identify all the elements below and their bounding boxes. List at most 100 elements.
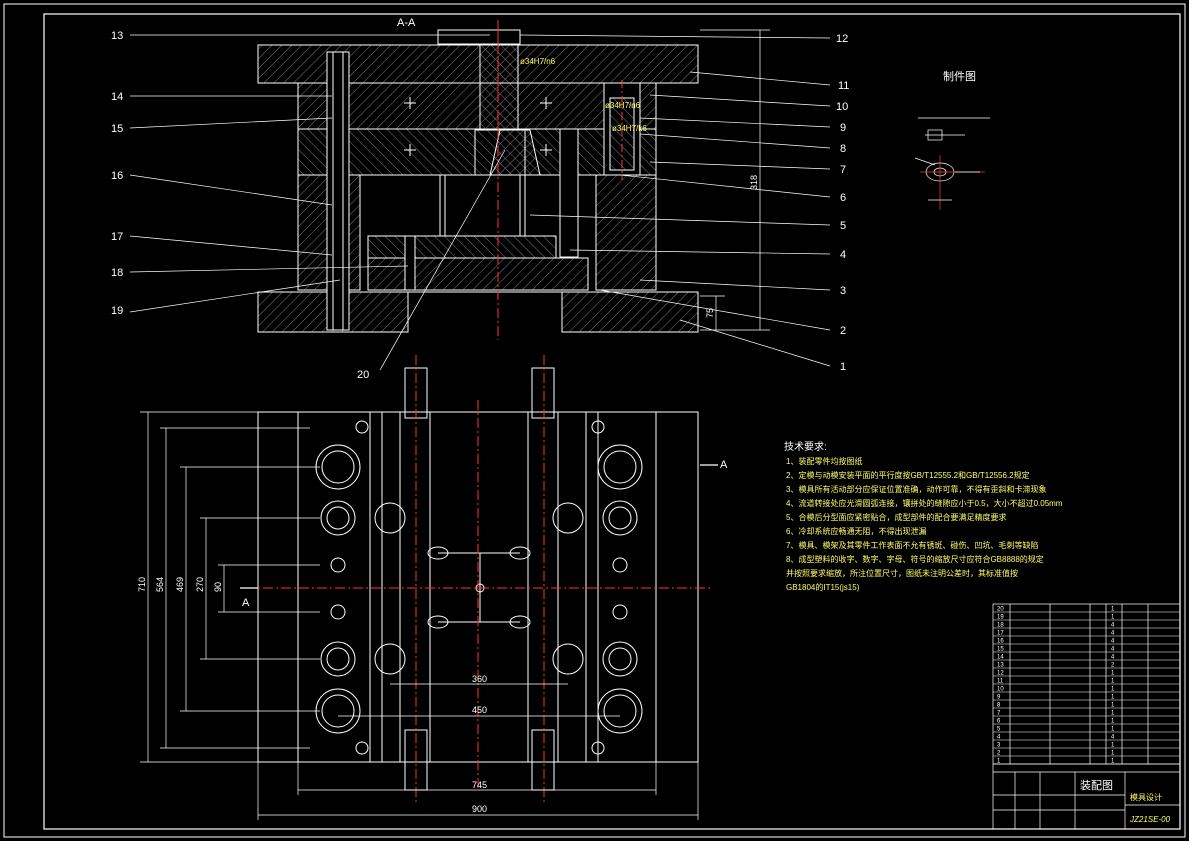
dim-mid-width: 450 <box>472 705 487 715</box>
tech-requirements: 技术要求: 1、装配零件均按图纸 2、定模与动模安装平面的平行度按GB/T125… <box>784 440 1063 592</box>
part-drawing <box>914 117 990 210</box>
bom-row-number: 6 <box>997 719 1001 725</box>
drawing-name: 装配图 <box>1080 779 1113 792</box>
dim-base-height: 75 <box>705 308 715 318</box>
bom-row-quantity: 1 <box>1111 687 1115 693</box>
tech-req-item: 4、流道转接处应光滑圆弧连接，镶拼处的缝隙应小于0.5，大小不超过0.05mm <box>786 498 1063 508</box>
top-clamp-plate <box>257 44 699 84</box>
callout-1: 1 <box>840 361 846 373</box>
callout-numbers: 13 14 15 16 17 18 19 20 12 11 10 9 8 7 6… <box>111 30 849 381</box>
project-name: 模具设计 <box>1130 792 1162 802</box>
return-pin <box>559 128 579 258</box>
tech-req-item: 3、模具所有活动部分应保证位置准确，动作可靠，不得有歪斜和卡滞现象 <box>786 484 1046 494</box>
dim-plan-small: 270 <box>195 577 205 592</box>
bom-row-quantity: 1 <box>1111 703 1115 709</box>
svg-text:ø34H7/k6: ø34H7/k6 <box>612 124 647 133</box>
drawing-number: JZ21SE-00 <box>1129 815 1171 824</box>
callout-6: 6 <box>840 192 846 204</box>
section-marker-right: A <box>720 459 728 471</box>
plan-vertical-dims <box>140 411 320 763</box>
tech-req-item: 2、定模与动模安装平面的平行度按GB/T12555.2和GB/T12556.2规… <box>786 470 1030 480</box>
bom-row-number: 15 <box>997 647 1004 653</box>
core-plate <box>297 128 657 176</box>
bom-row-quantity: 4 <box>1111 647 1115 653</box>
bottom-clamp-plate-right <box>561 291 699 333</box>
bom-row-number: 3 <box>997 743 1001 749</box>
cavity-plate <box>297 82 657 130</box>
tech-req-item: 1、装配零件均按图纸 <box>786 456 862 466</box>
callout-12: 12 <box>836 33 848 45</box>
section-view: ø34H7/n6 ø34H7/n6 ø34H7/k6 <box>257 20 699 340</box>
bom-row-quantity: 4 <box>1111 655 1115 661</box>
bom-row-quantity: 1 <box>1111 727 1115 733</box>
bom-row-number: 13 <box>997 663 1004 669</box>
callout-16: 16 <box>111 170 123 182</box>
dim-plan-height: 710 <box>137 577 147 592</box>
plan-horizontal-dims <box>257 683 699 820</box>
inner-border <box>43 13 1181 830</box>
callout-18: 18 <box>111 267 123 279</box>
callout-3: 3 <box>840 285 846 297</box>
bom-row-quantity: 4 <box>1111 639 1115 645</box>
callout-20: 20 <box>357 369 369 381</box>
dim-inner-width: 360 <box>472 674 487 684</box>
tech-req-item: 5、合模后分型面应紧密贴合，成型部件的配合要满足精度要求 <box>786 512 1006 522</box>
guide-holes-right <box>552 420 643 755</box>
tech-req-item: 并按照要求缩放，所注位置尺寸，图纸未注明公差时，其标准值按 <box>786 568 1018 578</box>
bom-row-number: 11 <box>997 679 1004 685</box>
bom-row-quantity: 4 <box>1111 735 1115 741</box>
svg-text:ø34H7/n6: ø34H7/n6 <box>520 57 556 66</box>
outer-border <box>3 3 1186 838</box>
bom-row-number: 8 <box>997 703 1001 709</box>
callout-17: 17 <box>111 231 123 243</box>
bom-row-quantity: 1 <box>1111 615 1115 621</box>
bom-row-quantity: 1 <box>1111 759 1115 765</box>
bom-row-number: 12 <box>997 671 1004 677</box>
bom-row-number: 1 <box>997 759 1001 765</box>
bom-row-number: 20 <box>997 607 1004 613</box>
bom-row-quantity: 4 <box>1111 623 1115 629</box>
callout-4: 4 <box>840 249 846 261</box>
dim-plan-inner: 564 <box>155 577 165 592</box>
dim-total-height: 318 <box>749 175 759 190</box>
ejector-retainer-plate <box>367 235 557 259</box>
bom-row-number: 9 <box>997 695 1001 701</box>
bom-row-number: 7 <box>997 711 1001 717</box>
height-dimension <box>700 29 770 331</box>
bom-row-quantity: 1 <box>1111 695 1115 701</box>
callout-leaders <box>129 34 831 371</box>
part-drawing-title: 制件图 <box>943 70 976 83</box>
bom-row-quantity: 1 <box>1111 711 1115 717</box>
support-block-right <box>595 174 657 291</box>
callout-13: 13 <box>111 30 123 42</box>
callout-2: 2 <box>840 325 846 337</box>
tech-req-item: GB1804的IT15(js15) <box>786 582 860 592</box>
dim-plan-min: 90 <box>213 582 223 592</box>
dim-plan-mid: 469 <box>175 577 185 592</box>
tech-req-item: 8、成型塑料的收字、数字、字母、符号的缩放尺寸应符合GB8888的规定 <box>786 554 1044 564</box>
svg-text:ø34H7/n6: ø34H7/n6 <box>605 101 641 110</box>
section-marker-left: A <box>242 597 250 609</box>
bom-row-quantity: 1 <box>1111 607 1115 613</box>
section-title: A-A <box>397 17 416 29</box>
bom-row-number: 17 <box>997 631 1004 637</box>
bom-row-quantity: 1 <box>1111 679 1115 685</box>
guide-pillar <box>326 51 350 331</box>
bom-row-number: 10 <box>997 687 1004 693</box>
callout-9: 9 <box>840 122 846 134</box>
callout-5: 5 <box>840 220 846 232</box>
bom-row-quantity: 1 <box>1111 743 1115 749</box>
bom-row-quantity: 1 <box>1111 719 1115 725</box>
callout-7: 7 <box>840 164 846 176</box>
bom-row-number: 5 <box>997 727 1001 733</box>
sprue-bushing <box>479 29 519 131</box>
callout-11: 11 <box>838 80 849 92</box>
bom-row-number: 16 <box>997 639 1004 645</box>
callout-19: 19 <box>111 305 123 317</box>
bom-row-number: 18 <box>997 623 1004 629</box>
tech-req-item: 7、模具、模架及其零件工作表面不允有锈斑、碰伤、凹坑、毛刺等缺陷 <box>786 540 1038 550</box>
callout-14: 14 <box>111 91 123 103</box>
callout-10: 10 <box>836 101 848 113</box>
